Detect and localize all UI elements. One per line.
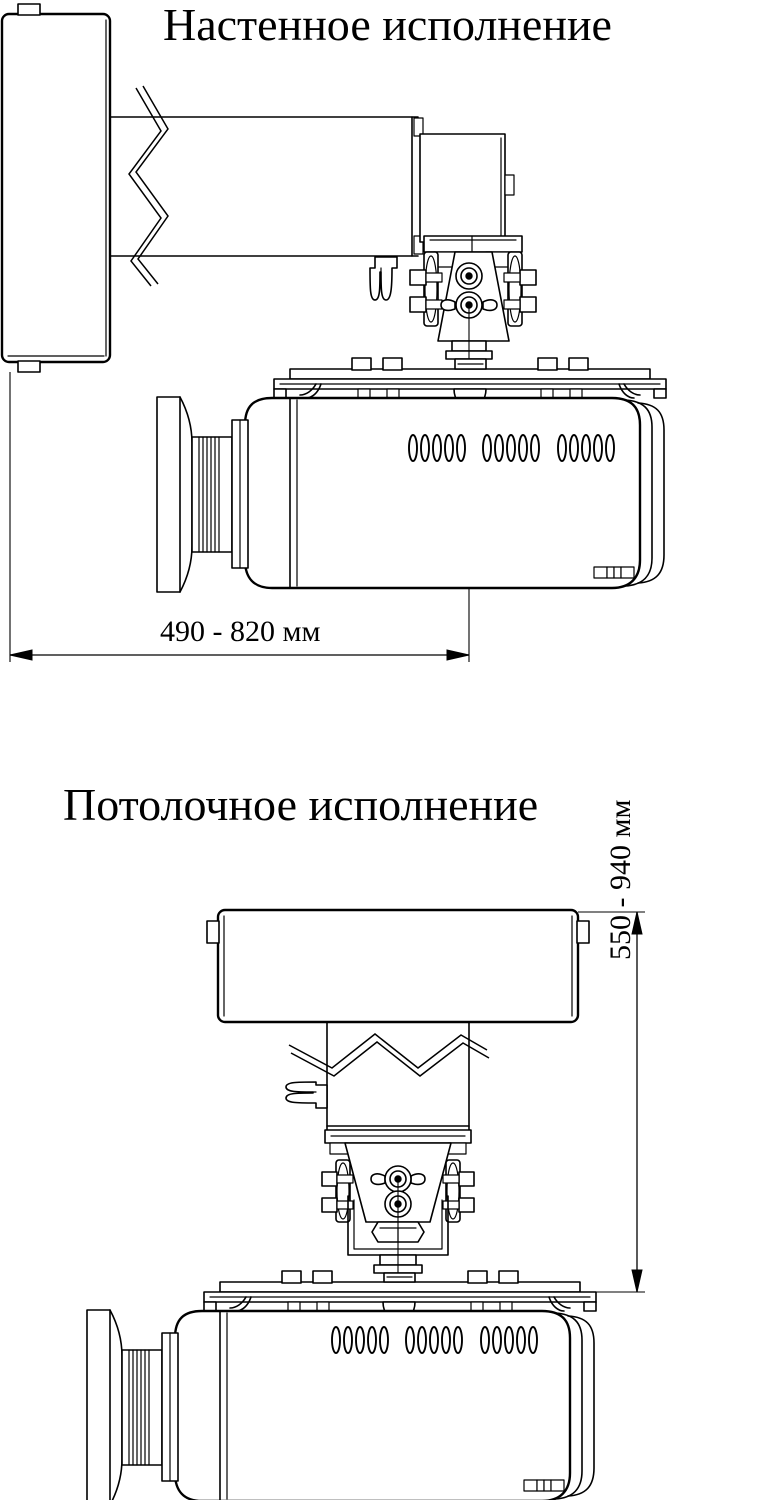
dimension-label-wall: 490 - 820 мм (160, 615, 321, 648)
rear-ports (593, 566, 635, 579)
lens-assembly (86, 1309, 179, 1500)
vent-group-3 (480, 1326, 538, 1354)
vent-group-1 (331, 1326, 389, 1354)
tilt-bracket (409, 235, 537, 360)
projector-body (86, 1270, 597, 1500)
vent-group-3 (557, 434, 615, 462)
vent-group-1 (408, 434, 466, 462)
ceiling-plate (206, 908, 590, 1024)
dimension-ceiling (578, 911, 645, 1293)
break-line (288, 1033, 490, 1077)
drop-box (419, 133, 515, 243)
break-line (128, 85, 169, 287)
vent-group-2 (482, 434, 540, 462)
wall-plate (0, 3, 112, 373)
dimension-wall (9, 372, 470, 662)
telescoping-tube (326, 1021, 470, 1131)
lens-assembly (156, 396, 249, 593)
rear-ports (523, 1479, 565, 1492)
clamp-handle (285, 1081, 328, 1109)
section-title-wall: Настенное исполнение (163, 0, 612, 50)
ceiling-mount-assembly (86, 908, 645, 1500)
vent-group-2 (405, 1326, 463, 1354)
wall-mount-assembly (0, 3, 667, 662)
clamp-handle (369, 256, 398, 301)
section-title-ceiling: Потолочное исполнение (63, 779, 539, 830)
projector-body (156, 357, 667, 593)
telescoping-arm (109, 116, 424, 257)
